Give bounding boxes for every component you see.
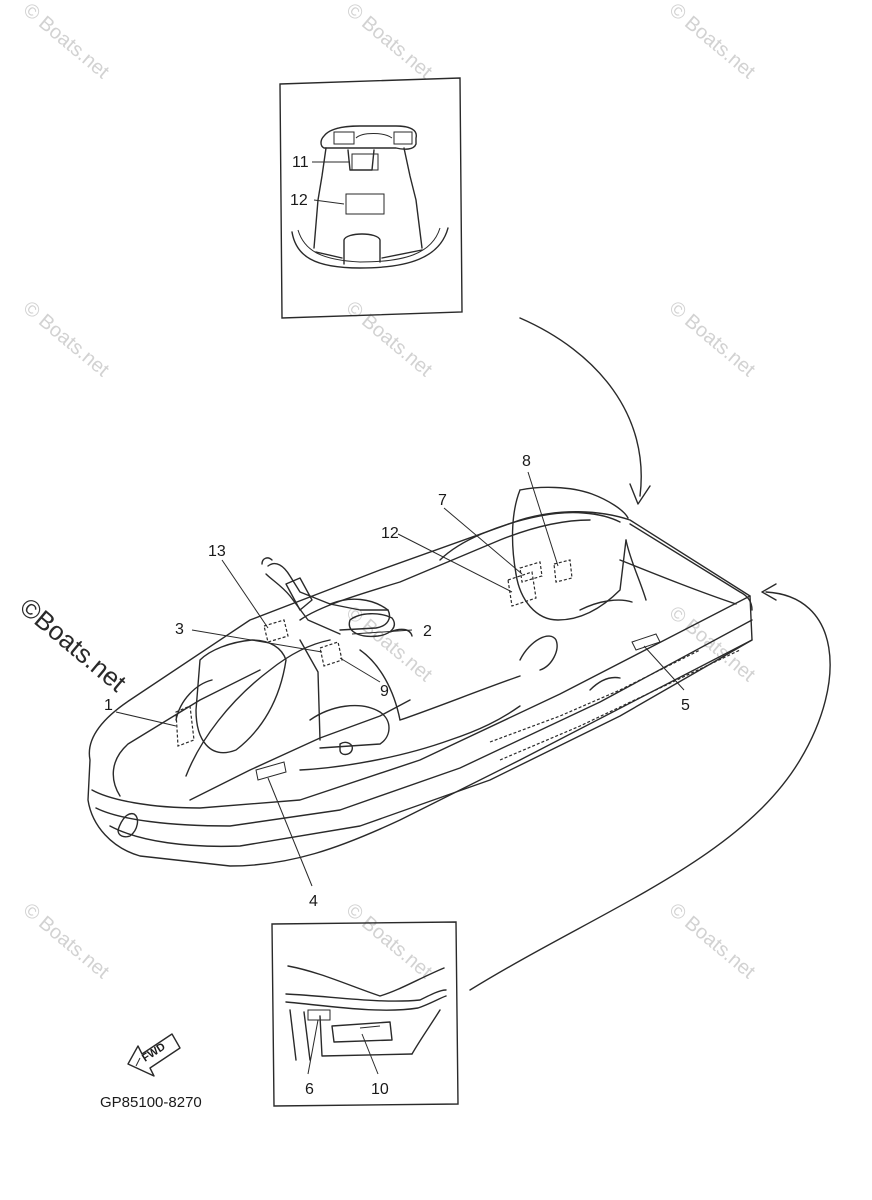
callout-9: 9 xyxy=(380,683,389,700)
arrow-top-inset xyxy=(519,317,642,497)
callout-8: 8 xyxy=(522,453,531,470)
callout-12-inset: 12 xyxy=(290,192,308,209)
arrow-head-bottom xyxy=(761,583,777,601)
watermark: © Boats.net xyxy=(665,899,760,984)
svg-text:FWD: FWD xyxy=(140,1041,168,1065)
watercraft-illustration xyxy=(87,486,753,867)
arrow-head-top xyxy=(629,483,651,505)
callout-11: 11 xyxy=(292,154,309,171)
watermark-large: ©Boats.net xyxy=(14,592,133,698)
bottom-inset xyxy=(271,921,459,1107)
callout-3: 3 xyxy=(175,621,184,638)
callout-1: 1 xyxy=(104,697,113,714)
fwd-arrow-icon xyxy=(127,1033,181,1077)
callout-4: 4 xyxy=(309,893,318,910)
fwd-label: FWD xyxy=(140,1041,168,1065)
watermark: © Boats.net xyxy=(342,0,437,83)
watermark: © Boats.net xyxy=(342,297,437,382)
watermark: © Boats.net xyxy=(19,297,114,382)
callout-13: 13 xyxy=(208,543,226,560)
callout-6: 6 xyxy=(305,1081,314,1098)
diagram-code: GP85100-8270 xyxy=(100,1094,202,1111)
watermark: © Boats.net xyxy=(665,297,760,382)
arrow-bottom-inset xyxy=(469,591,831,991)
watermark: © Boats.net xyxy=(342,899,437,984)
watermark: © Boats.net xyxy=(665,0,760,83)
callout-2: 2 xyxy=(423,623,432,640)
watermark: © Boats.net xyxy=(19,899,114,984)
callout-leaders xyxy=(115,471,685,887)
callout-7: 7 xyxy=(438,492,447,509)
callout-5: 5 xyxy=(681,697,690,714)
callout-12-main: 12 xyxy=(381,525,399,542)
callout-10: 10 xyxy=(371,1081,389,1098)
top-inset xyxy=(279,77,463,319)
svg-text:©Boats.net: ©Boats.net xyxy=(14,592,133,698)
watermark: © Boats.net xyxy=(19,0,114,83)
